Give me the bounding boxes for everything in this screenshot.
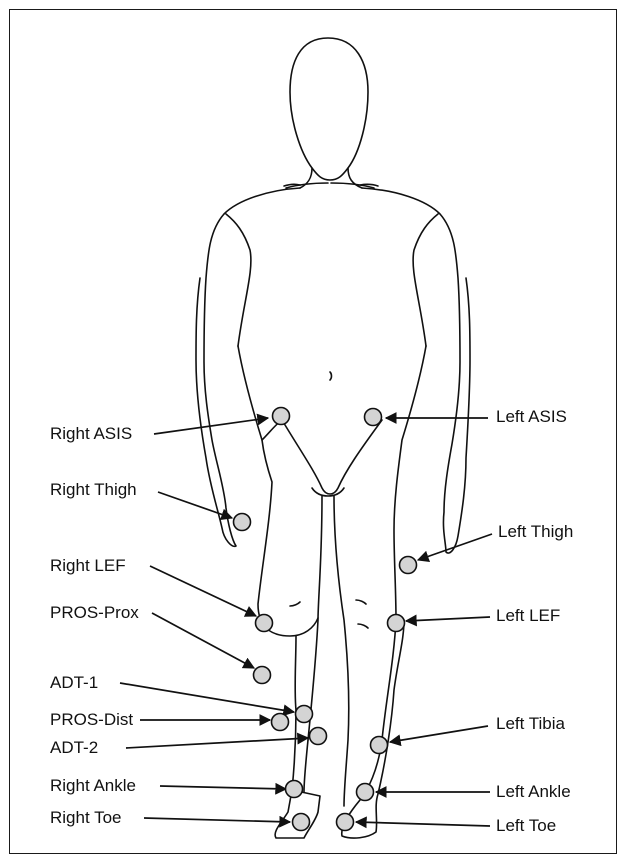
left-asis-label: Left ASIS — [496, 407, 567, 427]
left-tibia-label: Left Tibia — [496, 714, 565, 734]
prosthetic-leg-outline — [308, 496, 322, 740]
torso-right-outline — [196, 188, 300, 546]
adt-1-label: ADT-1 — [50, 673, 98, 693]
pros-dist-label: PROS-Dist — [50, 710, 133, 730]
markers — [234, 408, 417, 831]
right-thigh-arrow — [158, 492, 232, 518]
adt-1-arrow — [120, 683, 294, 712]
left-lef-marker — [388, 615, 405, 632]
adt-2-arrow — [126, 738, 308, 748]
right-ankle-marker — [286, 781, 303, 798]
right-toe-arrow — [144, 818, 290, 822]
adt-1-marker — [296, 706, 313, 723]
right-lef-label: Right LEF — [50, 556, 126, 576]
right-ankle-label: Right Ankle — [50, 776, 136, 796]
right-lef-arrow — [150, 566, 256, 616]
left-tibia-arrow — [390, 726, 488, 742]
pros-prox-arrow — [152, 613, 254, 668]
body-outline — [196, 38, 470, 838]
right-thigh-label: Right Thigh — [50, 480, 137, 500]
right-toe-label: Right Toe — [50, 808, 122, 828]
right-lef-marker — [256, 615, 273, 632]
right-ankle-arrow — [160, 786, 286, 789]
left-thigh-arrow — [418, 534, 492, 560]
left-toe-label: Left Toe — [496, 816, 556, 836]
pros-prox-label: PROS-Prox — [50, 603, 139, 623]
sound-leg-outline — [334, 496, 349, 806]
left-asis-marker — [365, 409, 382, 426]
left-lef-arrow — [406, 617, 490, 621]
left-lef-label: Left LEF — [496, 606, 560, 626]
head-outline — [290, 38, 368, 180]
adt-2-label: ADT-2 — [50, 738, 98, 758]
left-toe-marker — [337, 814, 354, 831]
left-ankle-marker — [357, 784, 374, 801]
left-thigh-marker — [400, 557, 417, 574]
right-asis-marker — [273, 408, 290, 425]
right-toe-marker — [293, 814, 310, 831]
adt-2-marker — [310, 728, 327, 745]
pros-prox-marker — [254, 667, 271, 684]
pros-dist-marker — [272, 714, 289, 731]
right-thigh-marker — [234, 514, 251, 531]
left-ankle-label: Left Ankle — [496, 782, 571, 802]
left-tibia-marker — [371, 737, 388, 754]
right-asis-label: Right ASIS — [50, 424, 132, 444]
left-thigh-label: Left Thigh — [498, 522, 573, 542]
